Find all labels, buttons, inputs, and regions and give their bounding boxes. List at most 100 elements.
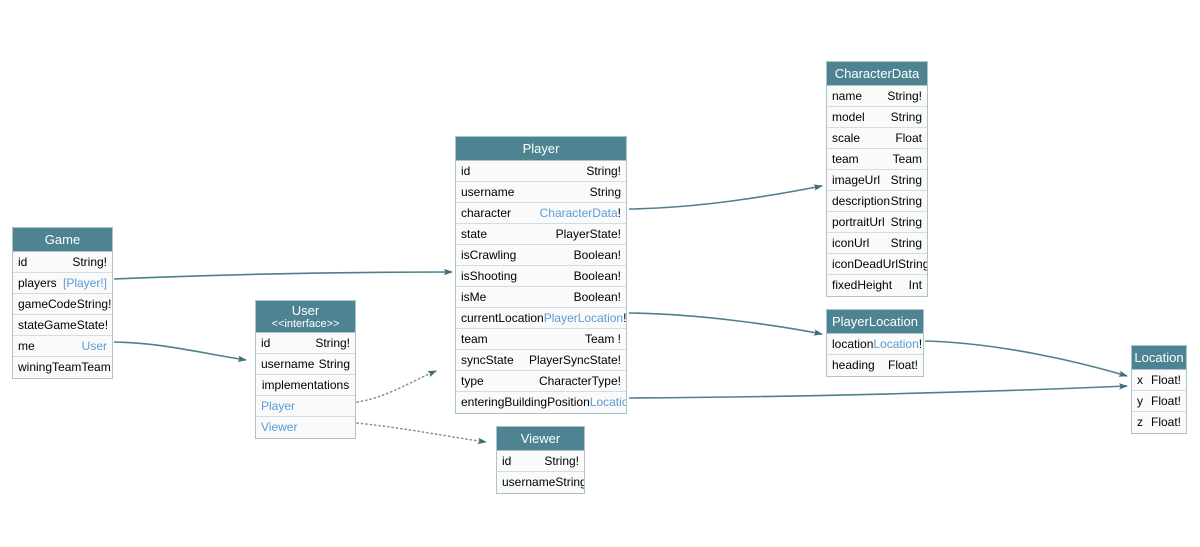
field-row[interactable]: enteringBuildingPosition Location [456, 392, 626, 413]
field-row[interactable]: username String [497, 472, 584, 493]
field-name: enteringBuildingPosition [461, 395, 590, 409]
field-row[interactable]: name String! [827, 86, 927, 107]
field-name[interactable]: Viewer [261, 420, 298, 434]
field-row[interactable]: team Team ! [456, 329, 626, 350]
entity-location-title-text: Location [1134, 350, 1184, 365]
field-row[interactable]: iconUrl String [827, 233, 927, 254]
field-type-link[interactable]: PlayerLocation [543, 310, 624, 325]
field-type: PlayerState! [555, 226, 621, 241]
field-type: PlayerSyncState! [528, 352, 621, 367]
field-type-link[interactable]: CharacterData [539, 205, 618, 220]
field-row[interactable]: type CharacterType! [456, 371, 626, 392]
field-name: heading [832, 358, 875, 372]
field-name: iconDeadUrl [832, 256, 899, 271]
entity-game[interactable]: Game id String! players [Player!] gameCo… [12, 227, 113, 379]
entity-player[interactable]: Player id String! username String charac… [455, 136, 627, 414]
field-row-implementation-player[interactable]: Player [256, 396, 355, 417]
field-name: winingTeam [18, 360, 82, 374]
field-row[interactable]: isCrawling Boolean! [456, 245, 626, 266]
field-type: GameState! [44, 317, 109, 332]
field-row[interactable]: description String [827, 191, 927, 212]
field-type-nonnull: ! [918, 336, 923, 351]
field-row[interactable]: z Float! [1132, 412, 1186, 433]
field-row[interactable]: character CharacterData! [456, 203, 626, 224]
field-type-link[interactable]: Location [873, 336, 919, 351]
field-name: iconUrl [832, 235, 870, 250]
field-row[interactable]: isMe Boolean! [456, 287, 626, 308]
field-row[interactable]: scale Float [827, 128, 927, 149]
field-row[interactable]: id String! [256, 333, 355, 354]
entity-location-fields: x Float! y Float! z Float! [1132, 370, 1186, 433]
edge-player-currentlocation-to-playerlocation [628, 312, 823, 336]
field-name: x [1137, 372, 1143, 387]
field-name: type [461, 373, 484, 388]
field-type: Float! [1150, 393, 1181, 408]
field-type[interactable]: Location [589, 395, 626, 409]
field-type: Float! [1150, 372, 1181, 387]
field-type-nonnull: ! [617, 205, 621, 220]
field-row[interactable]: model String [827, 107, 927, 128]
field-row[interactable]: fixedHeight Int [827, 275, 927, 296]
field-row[interactable]: location Location! [827, 334, 923, 355]
edge-game-players-to-player [113, 268, 453, 280]
field-row[interactable]: y Float! [1132, 391, 1186, 412]
entity-user[interactable]: User <<interface>> id String! username S… [255, 300, 356, 439]
field-row[interactable]: currentLocation PlayerLocation! [456, 308, 626, 329]
field-name: state [18, 317, 45, 332]
field-type: Boolean! [573, 247, 621, 262]
field-type[interactable]: Location! [873, 334, 923, 354]
field-row[interactable]: syncState PlayerSyncState! [456, 350, 626, 371]
field-row[interactable]: team Team [827, 149, 927, 170]
field-row[interactable]: isShooting Boolean! [456, 266, 626, 287]
field-row[interactable]: id String! [13, 252, 112, 273]
entity-player-fields: id String! username String character Cha… [456, 161, 626, 413]
field-row[interactable]: x Float! [1132, 370, 1186, 391]
entity-playerlocation[interactable]: PlayerLocation location Location! headin… [826, 309, 924, 377]
field-name: players [18, 275, 57, 290]
field-row[interactable]: imageUrl String [827, 170, 927, 191]
field-type: Int [908, 278, 922, 292]
field-row[interactable]: username String [256, 354, 355, 375]
field-row[interactable]: winingTeam Team [13, 357, 112, 378]
field-row[interactable]: state GameState! [13, 315, 112, 336]
field-type: Team [81, 360, 111, 374]
entity-playerlocation-title-text: PlayerLocation [832, 314, 918, 329]
field-name: id [461, 163, 471, 178]
field-type[interactable]: CharacterData! [539, 203, 621, 223]
field-name: syncState [461, 352, 514, 367]
entity-viewer[interactable]: Viewer id String! username String [496, 426, 585, 494]
field-name[interactable]: Player [261, 398, 296, 413]
field-row[interactable]: id String! [497, 451, 584, 472]
field-row[interactable]: username String [456, 182, 626, 203]
field-row[interactable]: iconDeadUrl String [827, 254, 927, 275]
field-row[interactable]: me User [13, 336, 112, 357]
field-name: imageUrl [832, 172, 881, 187]
field-name: scale [832, 130, 861, 145]
edge-player-enteringbuildingposition-to-location [628, 383, 1128, 399]
entity-user-stereotype: <<interface>> [271, 318, 340, 330]
field-type: String [890, 109, 922, 124]
field-type[interactable]: [Player!] [62, 275, 107, 290]
field-type: String [890, 193, 922, 208]
field-type: Float! [1150, 415, 1181, 429]
field-row[interactable]: portraitUrl String [827, 212, 927, 233]
entity-characterdata[interactable]: CharacterData name String! model String … [826, 61, 928, 297]
field-row[interactable]: state PlayerState! [456, 224, 626, 245]
field-row[interactable]: players [Player!] [13, 273, 112, 294]
field-type: String! [315, 335, 350, 350]
entity-viewer-fields: id String! username String [497, 451, 584, 493]
entity-characterdata-title-text: CharacterData [834, 66, 920, 81]
field-name: name [832, 88, 863, 103]
field-type[interactable]: User [81, 338, 107, 353]
field-row[interactable]: gameCode String! [13, 294, 112, 315]
entity-game-title-text: Game [44, 232, 81, 247]
field-row-implementation-viewer[interactable]: Viewer [256, 417, 355, 438]
entity-location[interactable]: Location x Float! y Float! z Float! [1131, 345, 1187, 434]
field-type: String [898, 256, 927, 271]
field-type-nonnull: ! [623, 311, 626, 325]
field-type[interactable]: PlayerLocation! [543, 308, 626, 328]
field-name: id [261, 335, 271, 350]
field-row[interactable]: heading Float! [827, 355, 923, 376]
field-row[interactable]: id String! [456, 161, 626, 182]
